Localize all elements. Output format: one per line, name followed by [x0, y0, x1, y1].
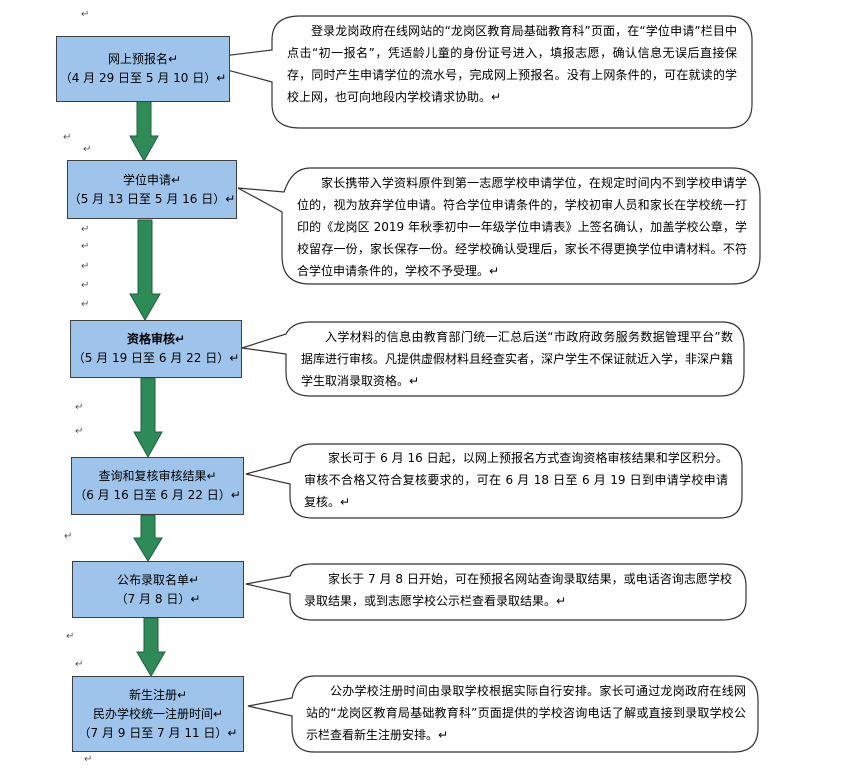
step-box-new-student-registration: 新生注册↵ 民办学校统一注册时间↵ （7 月 9 日至 7 月 11 日）↵ — [72, 676, 244, 752]
callout-text-6: 公办学校注册时间由录取学校根据实际自行安排。家长可通过龙岗政府在线网站的“龙岗区… — [306, 684, 746, 742]
step-date: （5 月 13 日至 5 月 16 日）↵ — [68, 191, 236, 206]
step-title: 查询和复核审核结果↵ — [98, 469, 217, 483]
paragraph-mark: ↵ — [81, 224, 90, 235]
step-title: 网上预报名↵ — [107, 52, 179, 66]
step-title: 公布录取名单↵ — [116, 572, 200, 587]
callout-bubble-4 — [245, 443, 743, 519]
step-box-query-and-recheck: 查询和复核审核结果↵ （6 月 16 日至 6 月 22 日）↵ — [71, 457, 244, 515]
step-title: 学位申请↵ — [122, 172, 182, 187]
callout-text-2: 家长携带入学资料原件到第一志愿学校申请学位，在规定时间内不到学校申请学位的，视为… — [297, 176, 747, 278]
step-box-online-preregistration: 网上预报名↵ （4 月 29 日至 5 月 10 日）↵ — [56, 36, 230, 102]
arrow-down-icon — [133, 514, 163, 562]
arrow-down-icon — [129, 100, 159, 163]
paragraph-mark: ↵ — [81, 280, 90, 291]
callout-text-4: 家长可于 6 月 16 日起，以网上预报名方式查询资格审核结果和学区积分。审核不… — [304, 451, 728, 509]
step-subtitle: 民办学校统一注册时间↵ — [92, 706, 224, 721]
arrow-down-icon — [136, 617, 166, 677]
paragraph-mark: ↵ — [81, 241, 90, 252]
paragraph-mark: ↵ — [63, 132, 72, 143]
step-title: 新生注册↵ — [128, 687, 188, 702]
callout-bubble-2 — [237, 167, 761, 285]
arrow-down-icon — [133, 377, 163, 459]
step-box-admission-list: 公布录取名单↵ （7 月 8 日）↵ — [72, 561, 244, 618]
step-box-qualification-review: 资格审核↵ （5 月 19 日至 6 月 22 日）↵ — [70, 320, 242, 378]
paragraph-mark: ↵ — [81, 9, 90, 20]
paragraph-mark: ↵ — [84, 754, 93, 765]
step-box-degree-application: 学位申请↵ （5 月 13 日至 5 月 16 日）↵ — [67, 160, 237, 219]
callout-text-3: 入学材料的信息由教育部门统一汇总后送“市政府政务服务数据管理平台”数据库进行审核… — [301, 330, 734, 388]
step-title: 资格审核↵ — [126, 332, 186, 346]
callout-text-1: 登录龙岗政府在线网站的“龙岗区教育局基础教育科”页面，在“学位申请”栏目中点击“… — [287, 24, 737, 104]
callout-bubble-1 — [189, 15, 753, 129]
paragraph-mark: ↵ — [81, 261, 90, 272]
callout-bubble-6 — [247, 675, 759, 753]
step-date: （7 月 8 日）↵ — [115, 591, 201, 606]
paragraph-mark: ↵ — [64, 531, 73, 542]
callout-bubble-3 — [241, 321, 745, 397]
paragraph-mark: ↵ — [66, 631, 75, 642]
step-date: （4 月 29 日至 5 月 10 日）↵ — [59, 71, 227, 85]
paragraph-mark: ↵ — [81, 299, 90, 310]
callout-bubble-5 — [245, 563, 747, 621]
arrow-down-icon — [129, 219, 161, 322]
paragraph-mark: ↵ — [83, 144, 92, 155]
step-date: （6 月 16 日至 6 月 22 日）↵ — [74, 488, 241, 502]
paragraph-mark: ↵ — [75, 402, 84, 413]
callout-text-5: 家长于 7 月 8 日开始，可在预报名网站查询录取结果，或电话咨询志愿学校录取结… — [304, 572, 732, 608]
step-date: （5 月 19 日至 6 月 22 日）↵ — [72, 351, 240, 365]
step-date: （7 月 9 日至 7 月 11 日）↵ — [78, 725, 238, 740]
paragraph-mark: ↵ — [75, 659, 84, 670]
paragraph-mark: ↵ — [75, 426, 84, 437]
